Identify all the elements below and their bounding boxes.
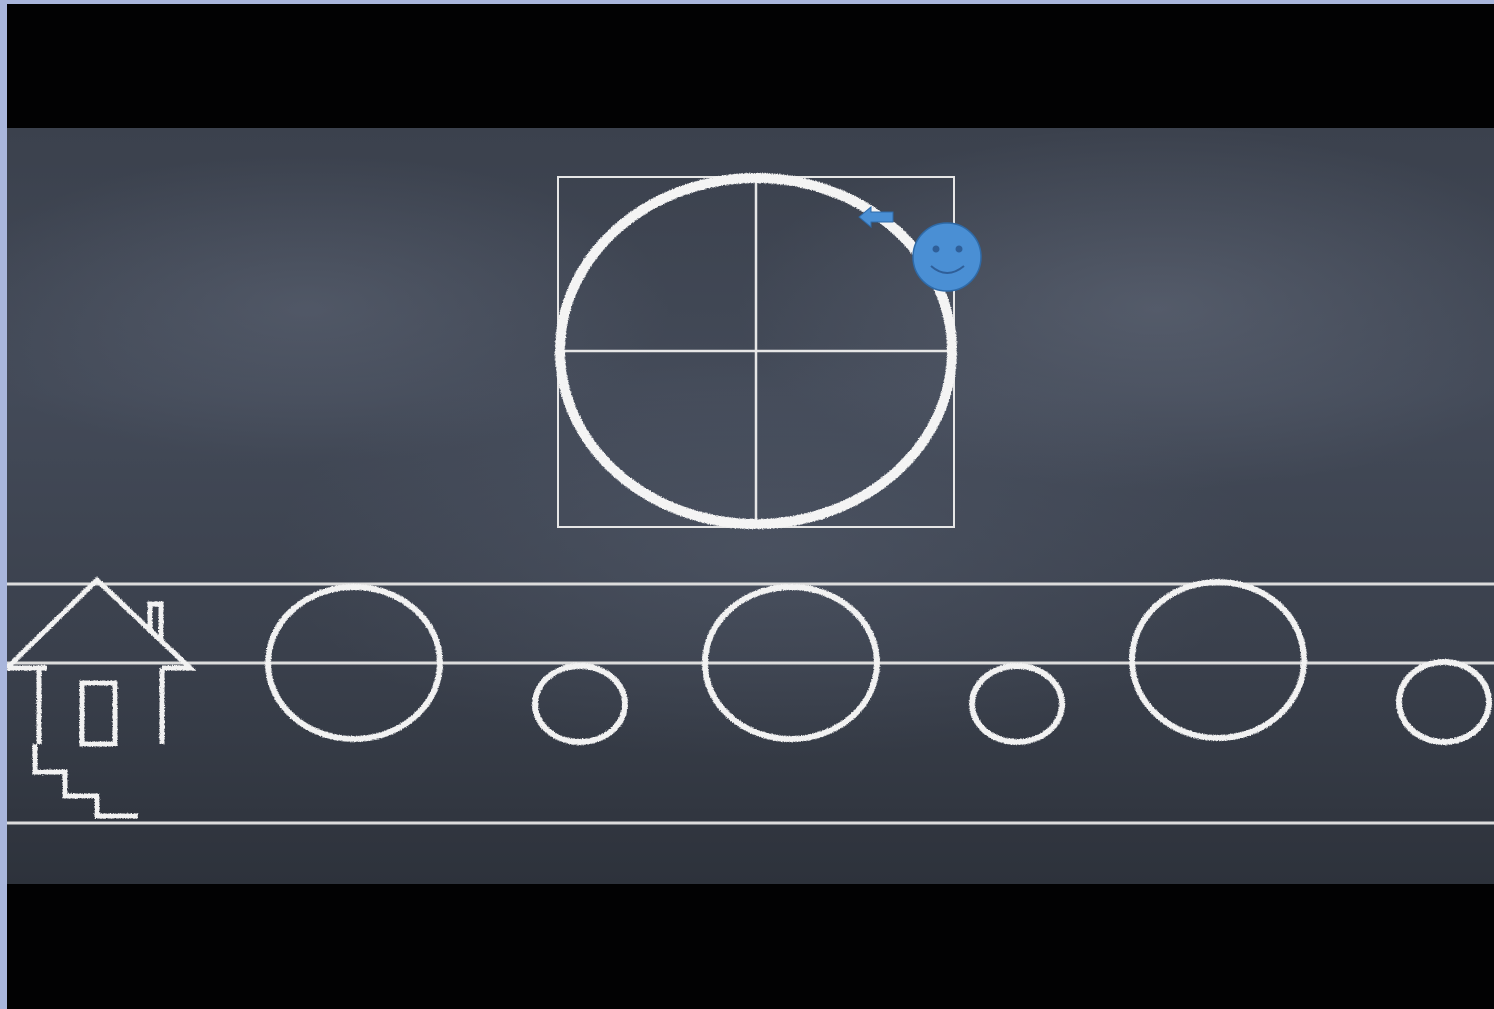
video-frame bbox=[7, 4, 1494, 1009]
small-chalk-circle-3 bbox=[1399, 662, 1489, 742]
smiley-face-icon bbox=[913, 223, 981, 291]
small-chalk-circle-1 bbox=[535, 666, 625, 742]
letterbox-bottom bbox=[7, 884, 1494, 1009]
small-chalk-circle-2 bbox=[972, 666, 1062, 742]
house-icon bbox=[7, 580, 190, 816]
chalk-drawing bbox=[7, 4, 1494, 1009]
large-chalk-circle-3 bbox=[1132, 582, 1304, 738]
